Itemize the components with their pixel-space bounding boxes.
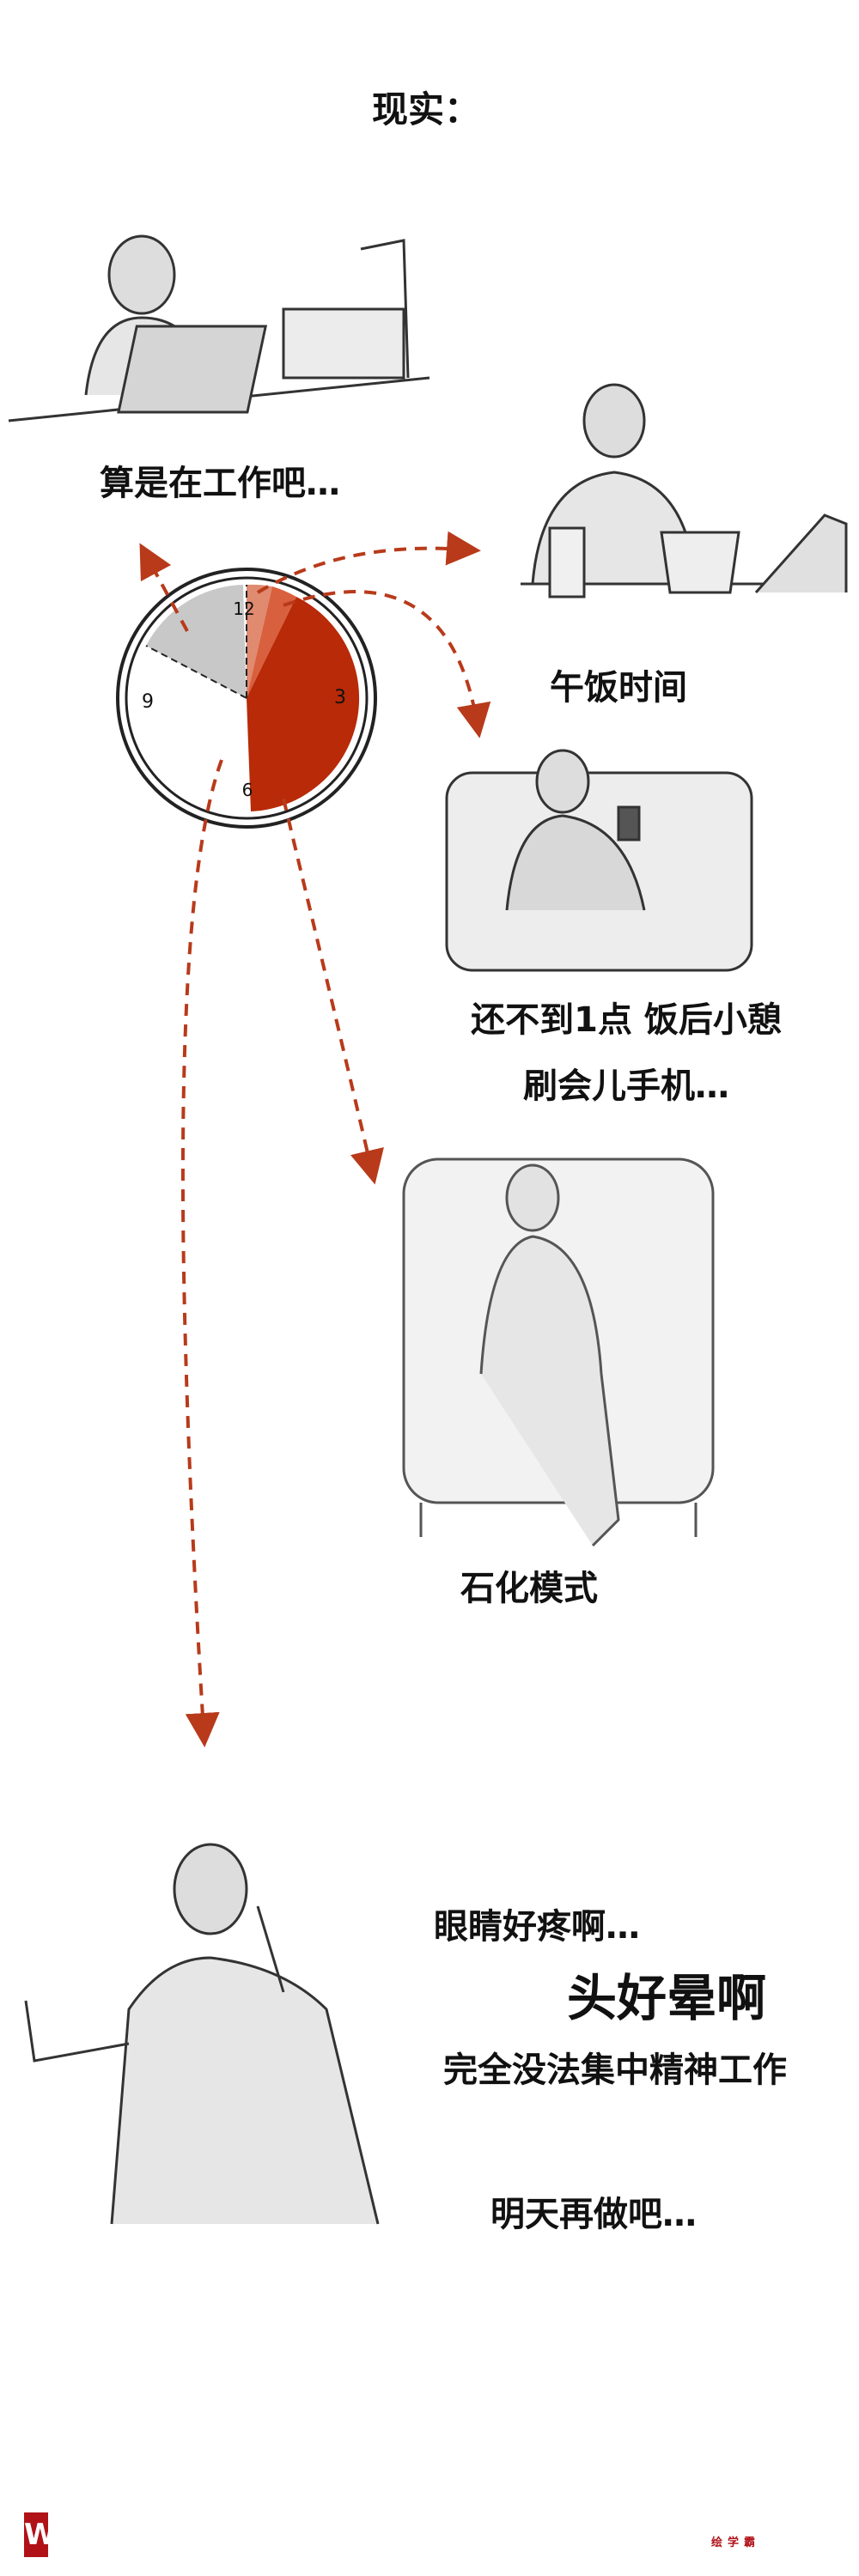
clock-number-6: 6 [241, 780, 253, 800]
arrow-lunch [256, 531, 481, 594]
clock [116, 568, 377, 829]
lunch-illustration [521, 383, 848, 598]
caption-rest-2: 刷会儿手机… [523, 1066, 729, 1106]
caption-headache-3: 完全没法集中精神工作 [443, 2050, 787, 2090]
lunch-slice [247, 584, 272, 698]
clock-number-12: 12 [233, 598, 255, 619]
sofa-phone-illustration [445, 749, 753, 972]
brand-logo: W [24, 2512, 57, 2557]
petrified-illustration [402, 1157, 715, 1547]
rest-slice [247, 586, 296, 698]
page-title: 现实： [371, 88, 481, 131]
phone-slice [247, 597, 360, 811]
caption-headache-2: 头好晕啊 [566, 1969, 767, 2027]
dashed-arrows [139, 531, 491, 1747]
arrow-work [139, 543, 189, 632]
work-slice [146, 585, 247, 698]
arrow-headache [180, 759, 223, 1747]
working-illustration [8, 234, 430, 422]
caption-headache-4: 明天再做吧… [490, 2195, 697, 2234]
brand-name: 绘学霸 [711, 2537, 761, 2549]
caption-working: 算是在工作吧… [100, 464, 340, 503]
caption-headache-1: 眼睛好疼啊… [434, 1907, 640, 1947]
caption-lunch: 午饭时间 [550, 668, 687, 708]
caption-rest-1: 还不到1点 饭后小憩 [471, 1000, 782, 1040]
caption-petrified: 石化模式 [460, 1569, 598, 1608]
arrow-petrified [282, 798, 384, 1185]
arrow-rest [283, 590, 491, 738]
clock-number-3: 3 [334, 687, 346, 708]
clock-number-9: 9 [142, 691, 154, 713]
headache-illustration [24, 1843, 380, 2225]
